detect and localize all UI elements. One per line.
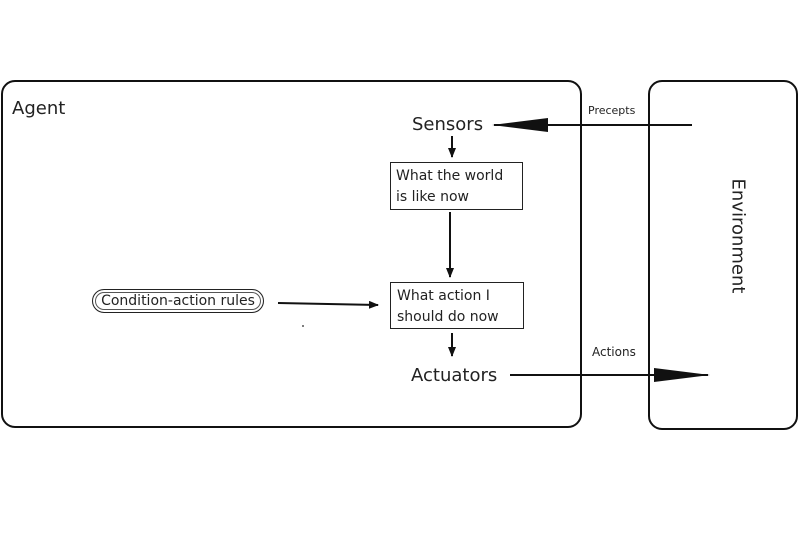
precepts-label: Precepts	[588, 104, 636, 117]
environment-label: Environment	[727, 178, 749, 294]
action-selection-box: What action I should do now	[390, 282, 524, 329]
actions-label: Actions	[592, 345, 636, 359]
rules-to-action-arrow	[277, 300, 379, 309]
condition-action-rules-box: Condition-action rules	[92, 289, 264, 313]
stray-dot	[302, 325, 304, 327]
agent-label: Agent	[12, 98, 66, 119]
agent-box	[1, 80, 582, 428]
environment-box	[648, 80, 798, 430]
sensors-label: Sensors	[412, 114, 484, 135]
actuators-label: Actuators	[411, 365, 498, 386]
world-state-box: What the world is like now	[390, 162, 523, 210]
